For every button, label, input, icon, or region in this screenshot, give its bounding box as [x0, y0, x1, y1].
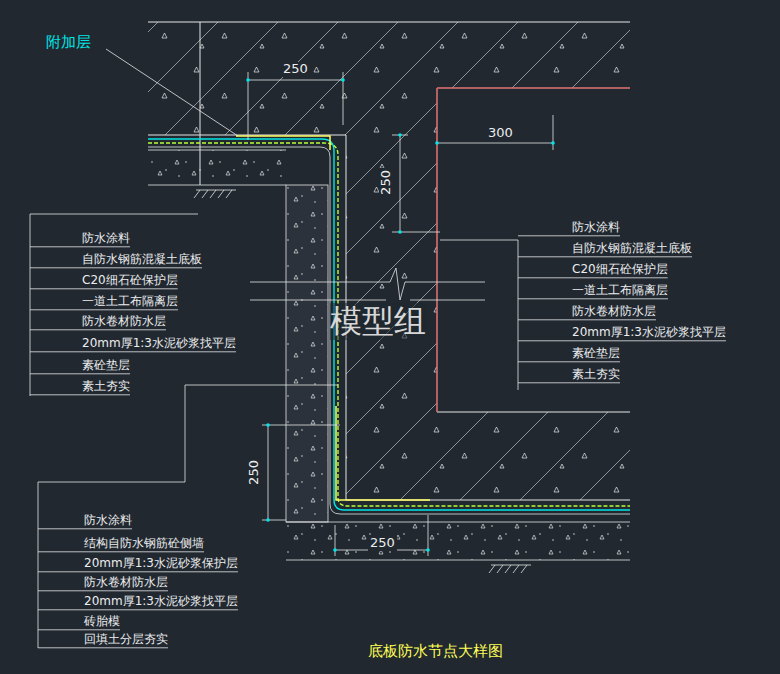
layer-label: 自防水钢筋混凝土底板	[82, 253, 202, 267]
layer-label: C20细石砼保护层	[82, 274, 178, 288]
layer-label: 自防水钢筋混凝土底板	[572, 242, 692, 256]
leader-tick	[518, 340, 726, 341]
layer-label: 防水卷材防水层	[82, 315, 166, 329]
layer-label: 一道土工布隔离层	[82, 295, 178, 309]
layer-label: 一道土工布隔离层	[572, 284, 668, 298]
leader-tick	[30, 373, 130, 374]
callout-label: 附加层	[46, 34, 91, 51]
leader-tick	[30, 267, 202, 268]
leader-tick	[30, 246, 130, 247]
leader-tick	[518, 277, 668, 278]
leader-tick	[38, 571, 238, 572]
leader-tick	[38, 590, 168, 591]
layer-label: 防水卷材防水层	[84, 576, 168, 590]
layer-label: 20mm厚1:3水泥砂浆找平层	[84, 595, 238, 609]
layer-label: 防水卷材防水层	[572, 305, 656, 319]
layer-label: 结构自防水钢筋砼侧墙	[84, 537, 204, 551]
leader-tick	[30, 288, 178, 289]
dimension-text: 300	[486, 126, 515, 141]
leader-tick	[30, 309, 178, 310]
layer-label: 20mm厚1:3水泥砂浆保护层	[84, 557, 238, 571]
watermark: 模型组	[330, 303, 426, 340]
layer-label: 素土夯实	[82, 380, 130, 394]
leader-tick	[518, 235, 620, 236]
leader-tick	[518, 361, 620, 362]
dimension-text: 250	[368, 536, 397, 551]
layer-label: 素土夯实	[572, 368, 620, 382]
dimension-text: 250	[281, 62, 310, 77]
dimension-text: 250	[379, 168, 394, 197]
leader-tick	[38, 551, 204, 552]
leader-tick	[30, 329, 166, 330]
leader-tick	[38, 609, 238, 610]
layer-label: 素砼垫层	[572, 347, 620, 361]
layer-label: 回填土分层夯实	[84, 633, 168, 647]
leader-tick	[38, 629, 120, 630]
layer-label: 防水涂料	[84, 514, 132, 528]
leader-tick	[30, 351, 236, 352]
leader-tick	[518, 319, 656, 320]
layer-label: 砖胎模	[84, 615, 120, 629]
layer-label: 20mm厚1:3水泥砂浆找平层	[82, 337, 236, 351]
layer-label: 防水涂料	[82, 232, 130, 246]
dimension-text: 250	[247, 458, 262, 487]
layer-label: C20细石砼保护层	[572, 263, 668, 277]
layer-label: 20mm厚1:3水泥砂浆找平层	[572, 326, 726, 340]
leader-tick	[38, 528, 132, 529]
leader-tick	[518, 298, 668, 299]
leader-tick	[518, 382, 620, 383]
leader-tick	[38, 647, 168, 648]
layer-label: 素砼垫层	[82, 359, 130, 373]
leader-tick	[30, 394, 130, 395]
layer-label: 防水涂料	[572, 221, 620, 235]
leader-tick	[518, 256, 692, 257]
drawing-caption: 底板防水节点大样图	[368, 643, 503, 660]
